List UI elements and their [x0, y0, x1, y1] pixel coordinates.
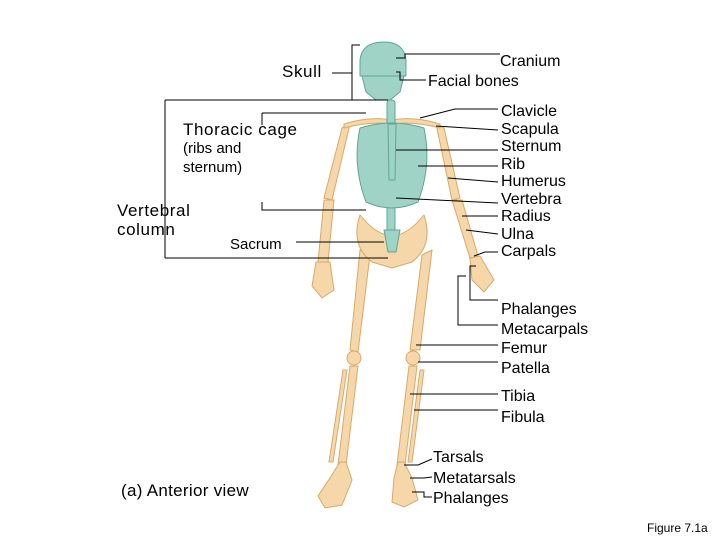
vertebral-label-line-2: column: [117, 220, 176, 239]
foot-phalanges-line: [412, 491, 432, 498]
thoracic-bracket: [261, 112, 366, 125]
humerus-label: Humerus: [501, 173, 566, 190]
ulna-line: [465, 229, 499, 235]
ulna-label: Ulna: [501, 225, 534, 243]
foot-phalanges-label: Phalanges: [433, 490, 509, 507]
scapula-label: Scapula: [501, 120, 559, 138]
left-foot: [317, 461, 353, 509]
carpals-label: Carpals: [501, 243, 557, 260]
tibia-label: Tibia: [501, 388, 536, 405]
fibula-label: Fibula: [501, 409, 545, 426]
right-hand: [469, 255, 495, 293]
vertebral-label-line-1: Vertebral: [117, 201, 191, 220]
upper-limb-labels: Clavicle Scapula Sternum Rib Humerus Ver…: [501, 103, 566, 261]
right-foot: [391, 461, 419, 508]
metacarpals-bracket: [457, 275, 498, 326]
rib-label: Rib: [501, 155, 526, 173]
left-hand: [311, 261, 335, 299]
vertebra-label: Vertebra: [501, 190, 562, 208]
facial-bones-label: Facial bones: [428, 73, 519, 90]
metatarsals-line: [410, 476, 433, 479]
right-radius-ulna: [451, 199, 479, 259]
axial-skeleton: [356, 41, 428, 253]
tarsals-line: [404, 458, 433, 466]
femur-label: Femur: [501, 340, 548, 358]
vertebral-bracket: [164, 99, 388, 259]
tarsals-label: Tarsals: [433, 449, 484, 466]
clavicle-label: Clavicle: [501, 103, 558, 120]
view-caption: (a) Anterior view: [121, 481, 249, 500]
sternum-label: Sternum: [501, 138, 562, 155]
facial-bones: [361, 75, 405, 101]
left-fibula: [328, 369, 348, 463]
left-femur: [349, 249, 371, 353]
skull-bracket: [351, 44, 360, 101]
scapula-line: [435, 125, 499, 131]
right-femur: [409, 249, 433, 351]
phalanges-label: Phalanges: [501, 301, 577, 318]
clavicle-line: [419, 108, 498, 119]
patella-label: Patella: [501, 359, 550, 377]
right-fibula: [407, 369, 425, 463]
phalanges-bracket: [469, 265, 498, 301]
left-radius-ulna: [317, 199, 335, 263]
vertebra-line: [395, 197, 499, 204]
figure-number: Figure 7.1a: [647, 521, 708, 535]
cranium: [359, 41, 407, 77]
cranium-label: Cranium: [500, 53, 561, 70]
sternum: [387, 123, 397, 181]
radius-label: Radius: [501, 208, 551, 225]
facial-line: [396, 71, 426, 81]
thoracic-sub-line-2: sternum): [183, 159, 243, 176]
foot-labels: Tarsals Metatarsals Phalanges: [433, 448, 516, 510]
thoracic-sub-line-1: (ribs and: [183, 140, 242, 157]
sacrum: [383, 229, 401, 253]
left-patella: [346, 350, 362, 366]
right-humerus: [435, 123, 461, 201]
left-humerus: [323, 123, 351, 201]
humerus-line: [447, 177, 499, 183]
sacrum-label: Sacrum: [230, 236, 282, 253]
carpals-line: [473, 251, 498, 257]
thoracic-cage-label: Thoracic cage: [183, 120, 298, 139]
skull-label: Skull: [282, 62, 322, 81]
metatarsals-label: Metatarsals: [433, 469, 516, 487]
metacarpals-label: Metacarpals: [501, 320, 589, 338]
lower-leg-labels: Tibia Fibula: [501, 386, 545, 428]
leader-lines: [164, 44, 500, 498]
hand-leg-labels: Phalanges Metacarpals Femur Patella: [501, 300, 588, 378]
thoracic-line: [261, 202, 366, 211]
right-patella: [405, 350, 421, 366]
cranium-line: [396, 53, 500, 59]
